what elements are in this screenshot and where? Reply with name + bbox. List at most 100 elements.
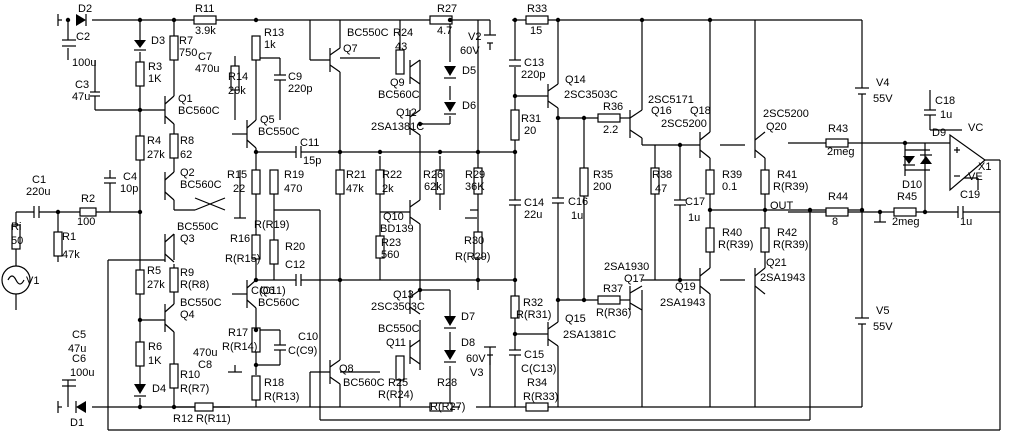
component-label: R29 (465, 169, 485, 181)
component-label: 2SA1943 (660, 297, 705, 309)
component-label: Q13 (393, 289, 414, 301)
component-label: D8 (461, 337, 475, 349)
component-label: VE (968, 171, 983, 183)
component-label: 47 (655, 183, 667, 195)
component-label: R(R29) (455, 251, 490, 263)
component-label: BC560C (178, 105, 220, 117)
component-label: C11 (300, 137, 319, 149)
component-label: Q19 (675, 281, 696, 293)
component-label: D9 (932, 127, 946, 139)
component-label: OUT (770, 200, 794, 212)
component-label: R(R24) (378, 389, 413, 401)
component-label: BC560C (378, 89, 420, 101)
component-label: C(C13) (521, 363, 556, 375)
component-label: C15 (524, 349, 544, 361)
component-label: R32 (523, 297, 543, 309)
component-label: 22 (233, 183, 245, 195)
component-label: 2SC5171 (648, 94, 694, 106)
component-label: Q17 (624, 273, 645, 285)
component-label: 1u (940, 109, 952, 121)
sources-and-opamp (1, 34, 986, 356)
component-label: R(R14) (222, 341, 257, 353)
component-label: 62 (180, 149, 192, 161)
component-label: 2SC3503C (371, 301, 425, 313)
component-label: 2k (382, 183, 394, 195)
component-label: 22u (524, 209, 542, 221)
component-label: R38 (652, 169, 672, 181)
component-label: D5 (462, 65, 476, 77)
component-label: R8 (180, 135, 194, 147)
component-label: C9 (288, 71, 302, 83)
component-label: V3 (470, 367, 483, 379)
component-label: 100 (77, 216, 95, 228)
component-label: R7 (179, 35, 193, 47)
component-label: 470u (193, 347, 217, 359)
component-label: BC560C (343, 377, 385, 389)
component-label: R2 (81, 193, 95, 205)
component-label: D4 (152, 383, 166, 395)
component-label: R(R39) (718, 239, 753, 251)
component-label: C16 (568, 196, 588, 208)
component-label: C4 (123, 171, 137, 183)
schematic-wires (15, 14, 1001, 431)
component-label: R21 (346, 169, 366, 181)
component-label: C19 (960, 189, 980, 201)
component-label: 2meg (892, 216, 920, 228)
component-label: R43 (828, 123, 848, 135)
component-label: R3 (148, 61, 162, 73)
component-label: Q12 (396, 107, 417, 119)
component-label: 470 (284, 183, 302, 195)
component-label: R28 (437, 377, 457, 389)
component-label: R19 (284, 169, 304, 181)
component-label: R6 (148, 341, 162, 353)
component-label: 750 (179, 47, 197, 59)
component-label: R16 (230, 233, 250, 245)
component-label: R1 (62, 231, 76, 243)
component-label: 2.2 (603, 124, 618, 136)
component-label: 47u (72, 91, 90, 103)
component-label: X1 (978, 161, 991, 173)
component-label: 36K (465, 181, 485, 193)
component-label: R15 (227, 169, 247, 181)
component-label: BC550C (177, 221, 219, 233)
component-label: 2SA1381C (563, 329, 616, 341)
component-label: R27 (437, 3, 457, 15)
component-label: Q14 (565, 74, 586, 86)
component-label: Q1 (178, 93, 193, 105)
diodes (75, 14, 932, 413)
component-label: R23 (381, 237, 401, 249)
component-label: Q3 (180, 233, 195, 245)
component-label: R(R11) (196, 413, 231, 425)
component-label: R(R7) (180, 383, 209, 395)
component-label: 4.7 (437, 25, 452, 37)
component-label: R34 (527, 377, 547, 389)
component-label: Q2 (180, 167, 195, 179)
component-label: 220p (521, 69, 545, 81)
component-label: C13 (524, 57, 544, 69)
component-label: R22 (382, 169, 402, 181)
component-label: R(R27) (430, 401, 465, 413)
component-label: R4 (147, 135, 161, 147)
component-label: 220p (288, 83, 312, 95)
component-label: 2meg (827, 146, 855, 158)
component-label: 2SA1930 (604, 261, 649, 273)
component-label: 27k (147, 279, 165, 291)
component-label: R(R31) (516, 309, 551, 321)
component-label: 1k (264, 39, 276, 51)
component-label: R(R19) (254, 219, 289, 231)
component-label: 15 (530, 25, 542, 37)
component-label: 60V (460, 45, 480, 57)
component-label: C7 (198, 51, 212, 63)
component-label: C(C11) (251, 285, 286, 297)
component-label: R(R39) (773, 181, 808, 193)
component-label: Q20 (766, 121, 787, 133)
component-label: 43 (395, 41, 407, 53)
component-label: C5 (72, 329, 86, 341)
component-label: R(R33) (523, 391, 558, 403)
component-label: R5 (147, 265, 161, 277)
component-label: 2SC3503C (564, 89, 618, 101)
component-label: C17 (685, 196, 705, 208)
component-label: 47k (346, 183, 364, 195)
component-label: 1K (148, 355, 162, 367)
